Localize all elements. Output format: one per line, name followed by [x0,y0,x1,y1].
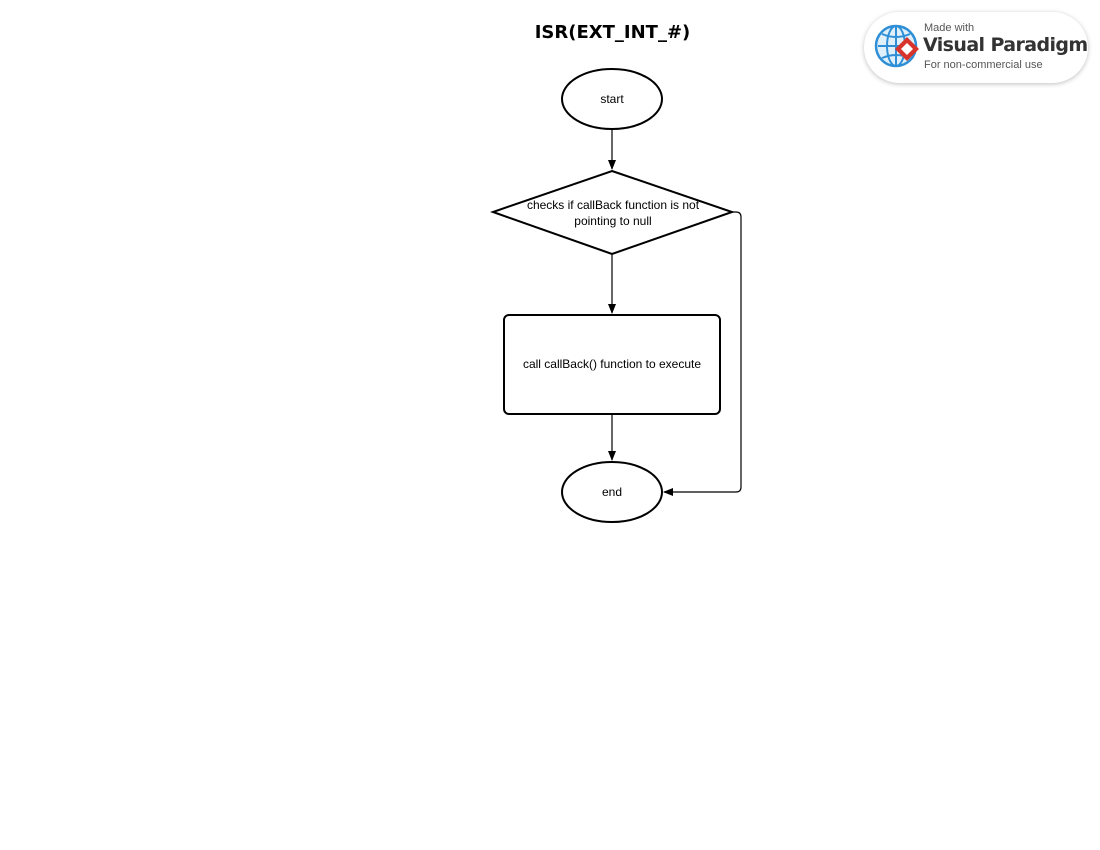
diagram-title: ISR(EXT_INT_#) [534,22,691,43]
visual-paradigm-watermark: Made with Visual Paradigm For non-commer… [864,12,1088,83]
arrow-decision-bypass-to-end [663,211,742,496]
watermark-brand: Visual Paradigm [923,34,1088,56]
start-label: start [600,92,624,106]
end-label: end [601,485,623,499]
process-label: call callBack() function to execute [522,357,702,371]
watermark-license: For non-commercial use [924,59,1043,71]
visual-paradigm-logo-icon [874,24,919,68]
watermark-made-with: Made with [924,22,975,34]
end-node [561,461,663,523]
decision-label: checks if callBack function is not point… [526,198,700,228]
